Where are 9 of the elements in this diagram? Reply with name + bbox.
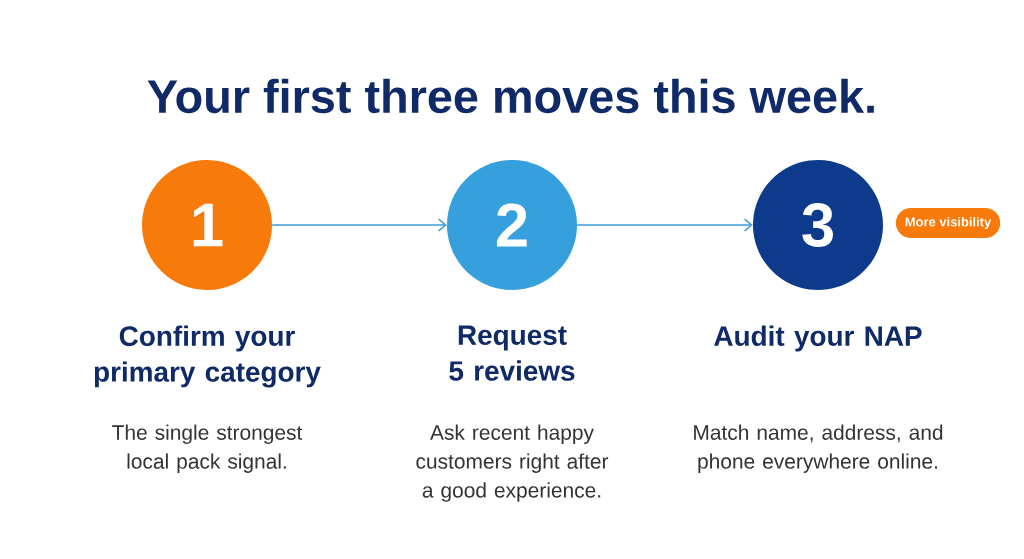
arrow — [271, 218, 447, 232]
step-description: Match name, address, and phone everywhere online. — [694, 424, 943, 473]
step-heading: Audit your NAP — [714, 325, 922, 352]
step-description: The single strongest local pack signal. — [112, 424, 303, 473]
arrow — [576, 218, 753, 232]
step-heading: Confirm your primary category — [94, 325, 321, 388]
step-description: Ask recent happy customers right after a good experience. — [416, 424, 609, 502]
title: Your first three moves this week. — [147, 78, 874, 114]
step-heading: Request 5 reviews — [449, 325, 575, 381]
